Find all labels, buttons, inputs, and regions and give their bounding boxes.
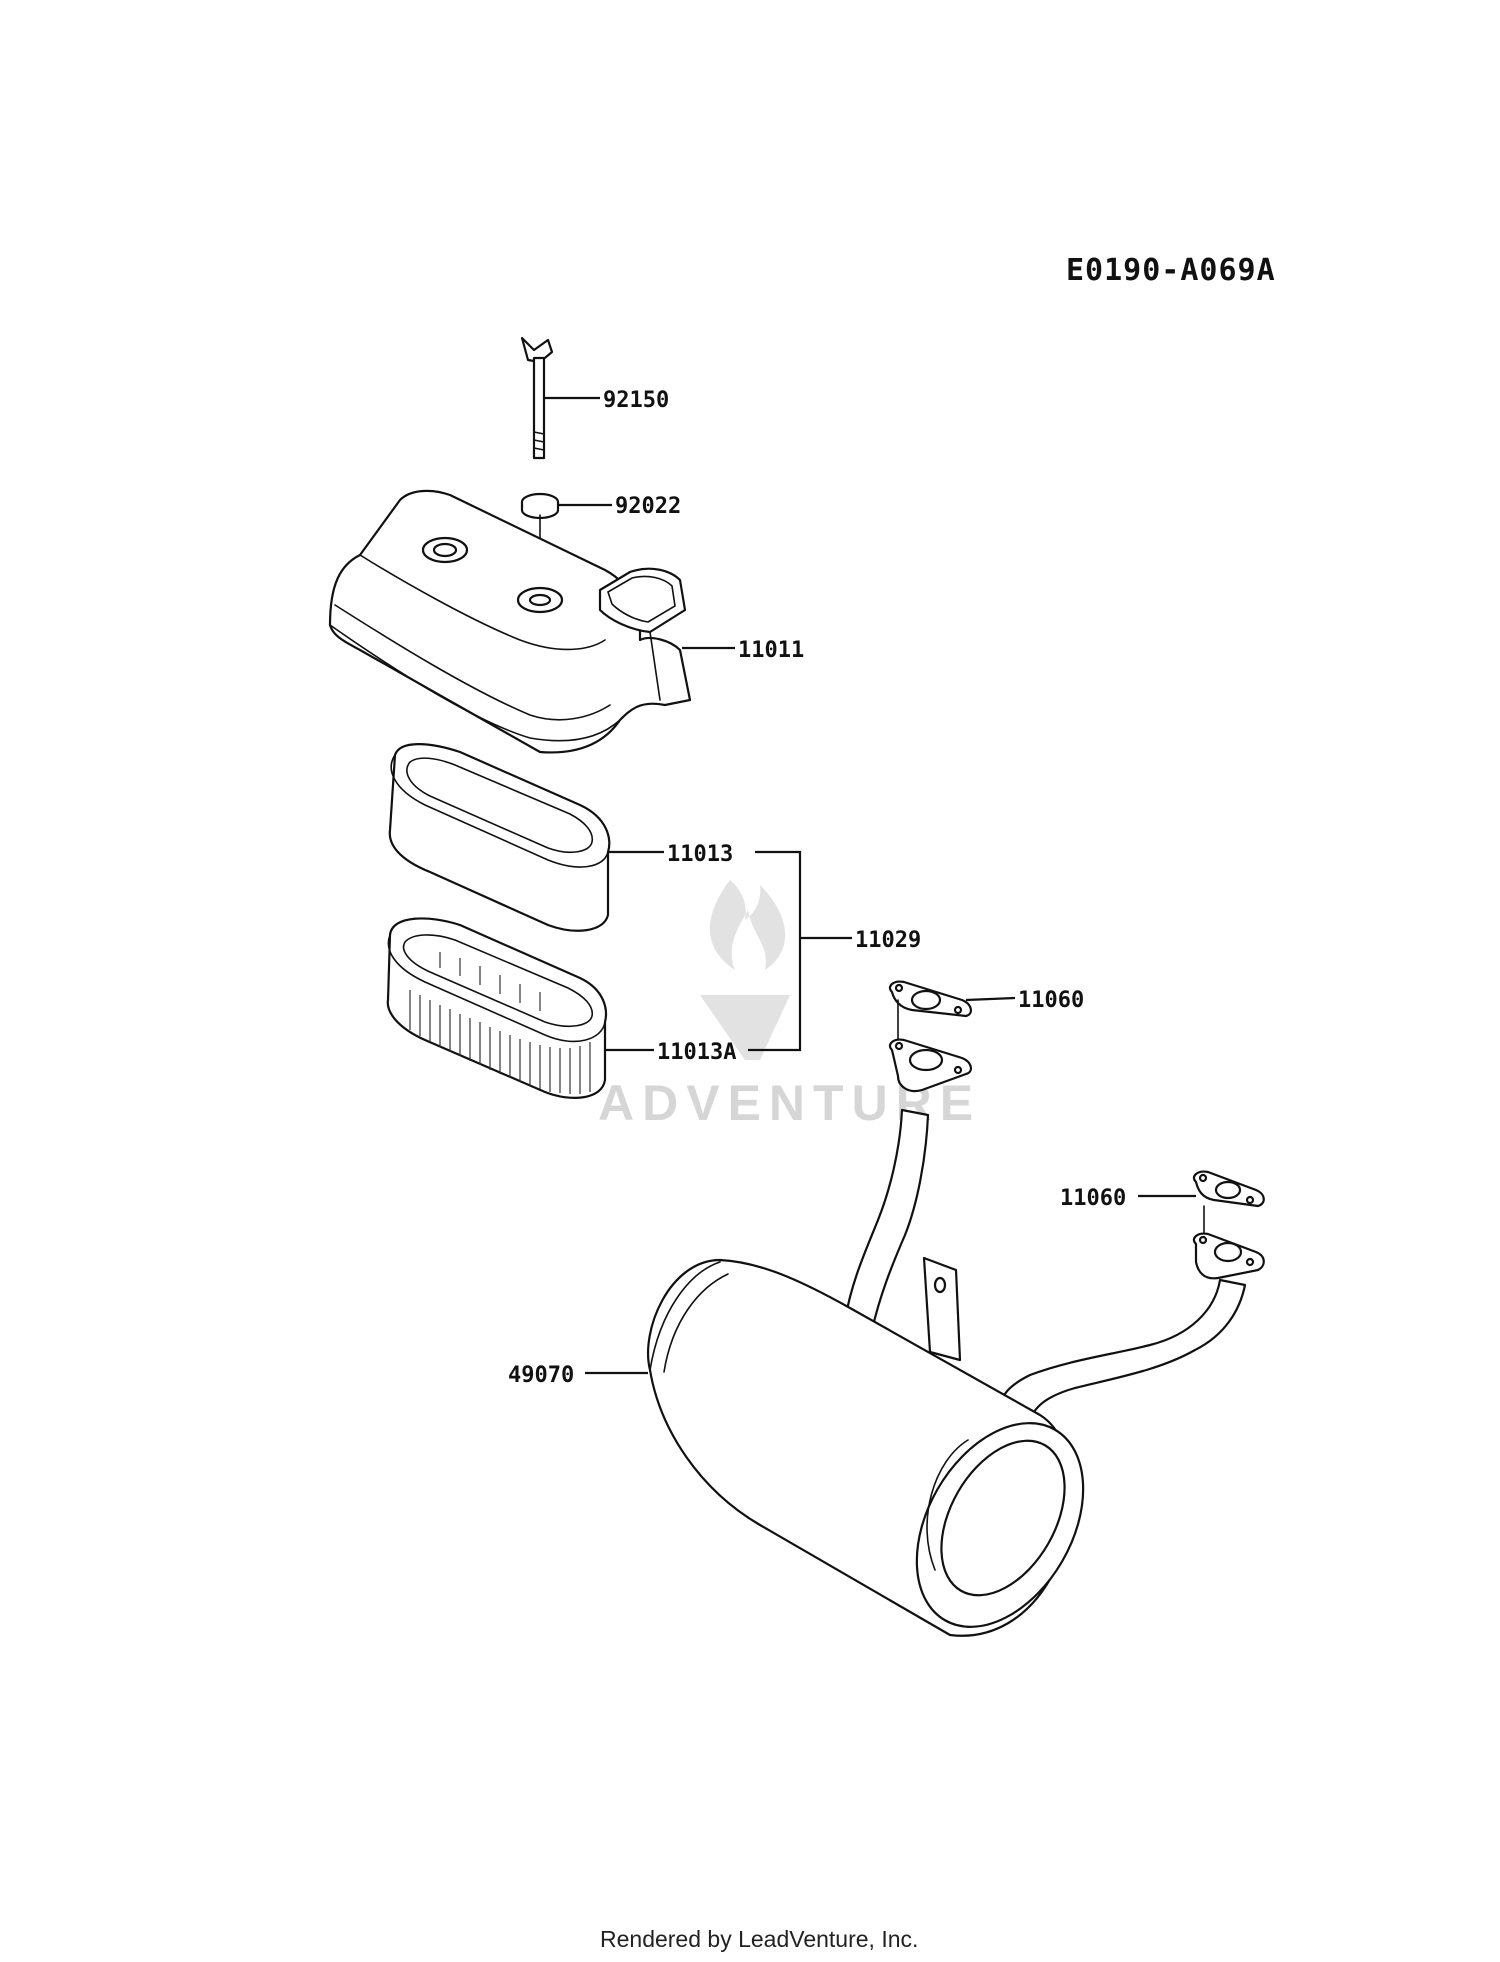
wing-bolt-92150[interactable] bbox=[520, 336, 554, 460]
footer-credit: Rendered by LeadVenture, Inc. bbox=[600, 1926, 918, 1952]
air-filter-element-11013A[interactable] bbox=[386, 917, 607, 1099]
diagram-code: E0190-A069A bbox=[1066, 253, 1276, 288]
callout-11060-lower: 11060 bbox=[1060, 1186, 1126, 1211]
gasket-11060-lower[interactable] bbox=[1192, 1170, 1265, 1208]
callout-11060-upper: 11060 bbox=[1018, 988, 1084, 1013]
callout-49070: 49070 bbox=[508, 1363, 574, 1388]
callout-92150: 92150 bbox=[603, 388, 669, 413]
callout-92022: 92022 bbox=[615, 494, 681, 519]
callout-11013: 11013 bbox=[667, 842, 733, 867]
callout-11029: 11029 bbox=[855, 928, 921, 953]
muffler-49070[interactable] bbox=[647, 1038, 1265, 1657]
callout-11011: 11011 bbox=[738, 638, 804, 663]
bracket-11029 bbox=[748, 850, 802, 1052]
callout-11013A: 11013A bbox=[657, 1040, 736, 1065]
air-cleaner-cover-11011[interactable] bbox=[328, 489, 692, 754]
washer-92022[interactable] bbox=[520, 492, 560, 520]
pre-filter-11013[interactable] bbox=[388, 743, 611, 932]
gasket-11060-upper[interactable] bbox=[888, 980, 972, 1018]
